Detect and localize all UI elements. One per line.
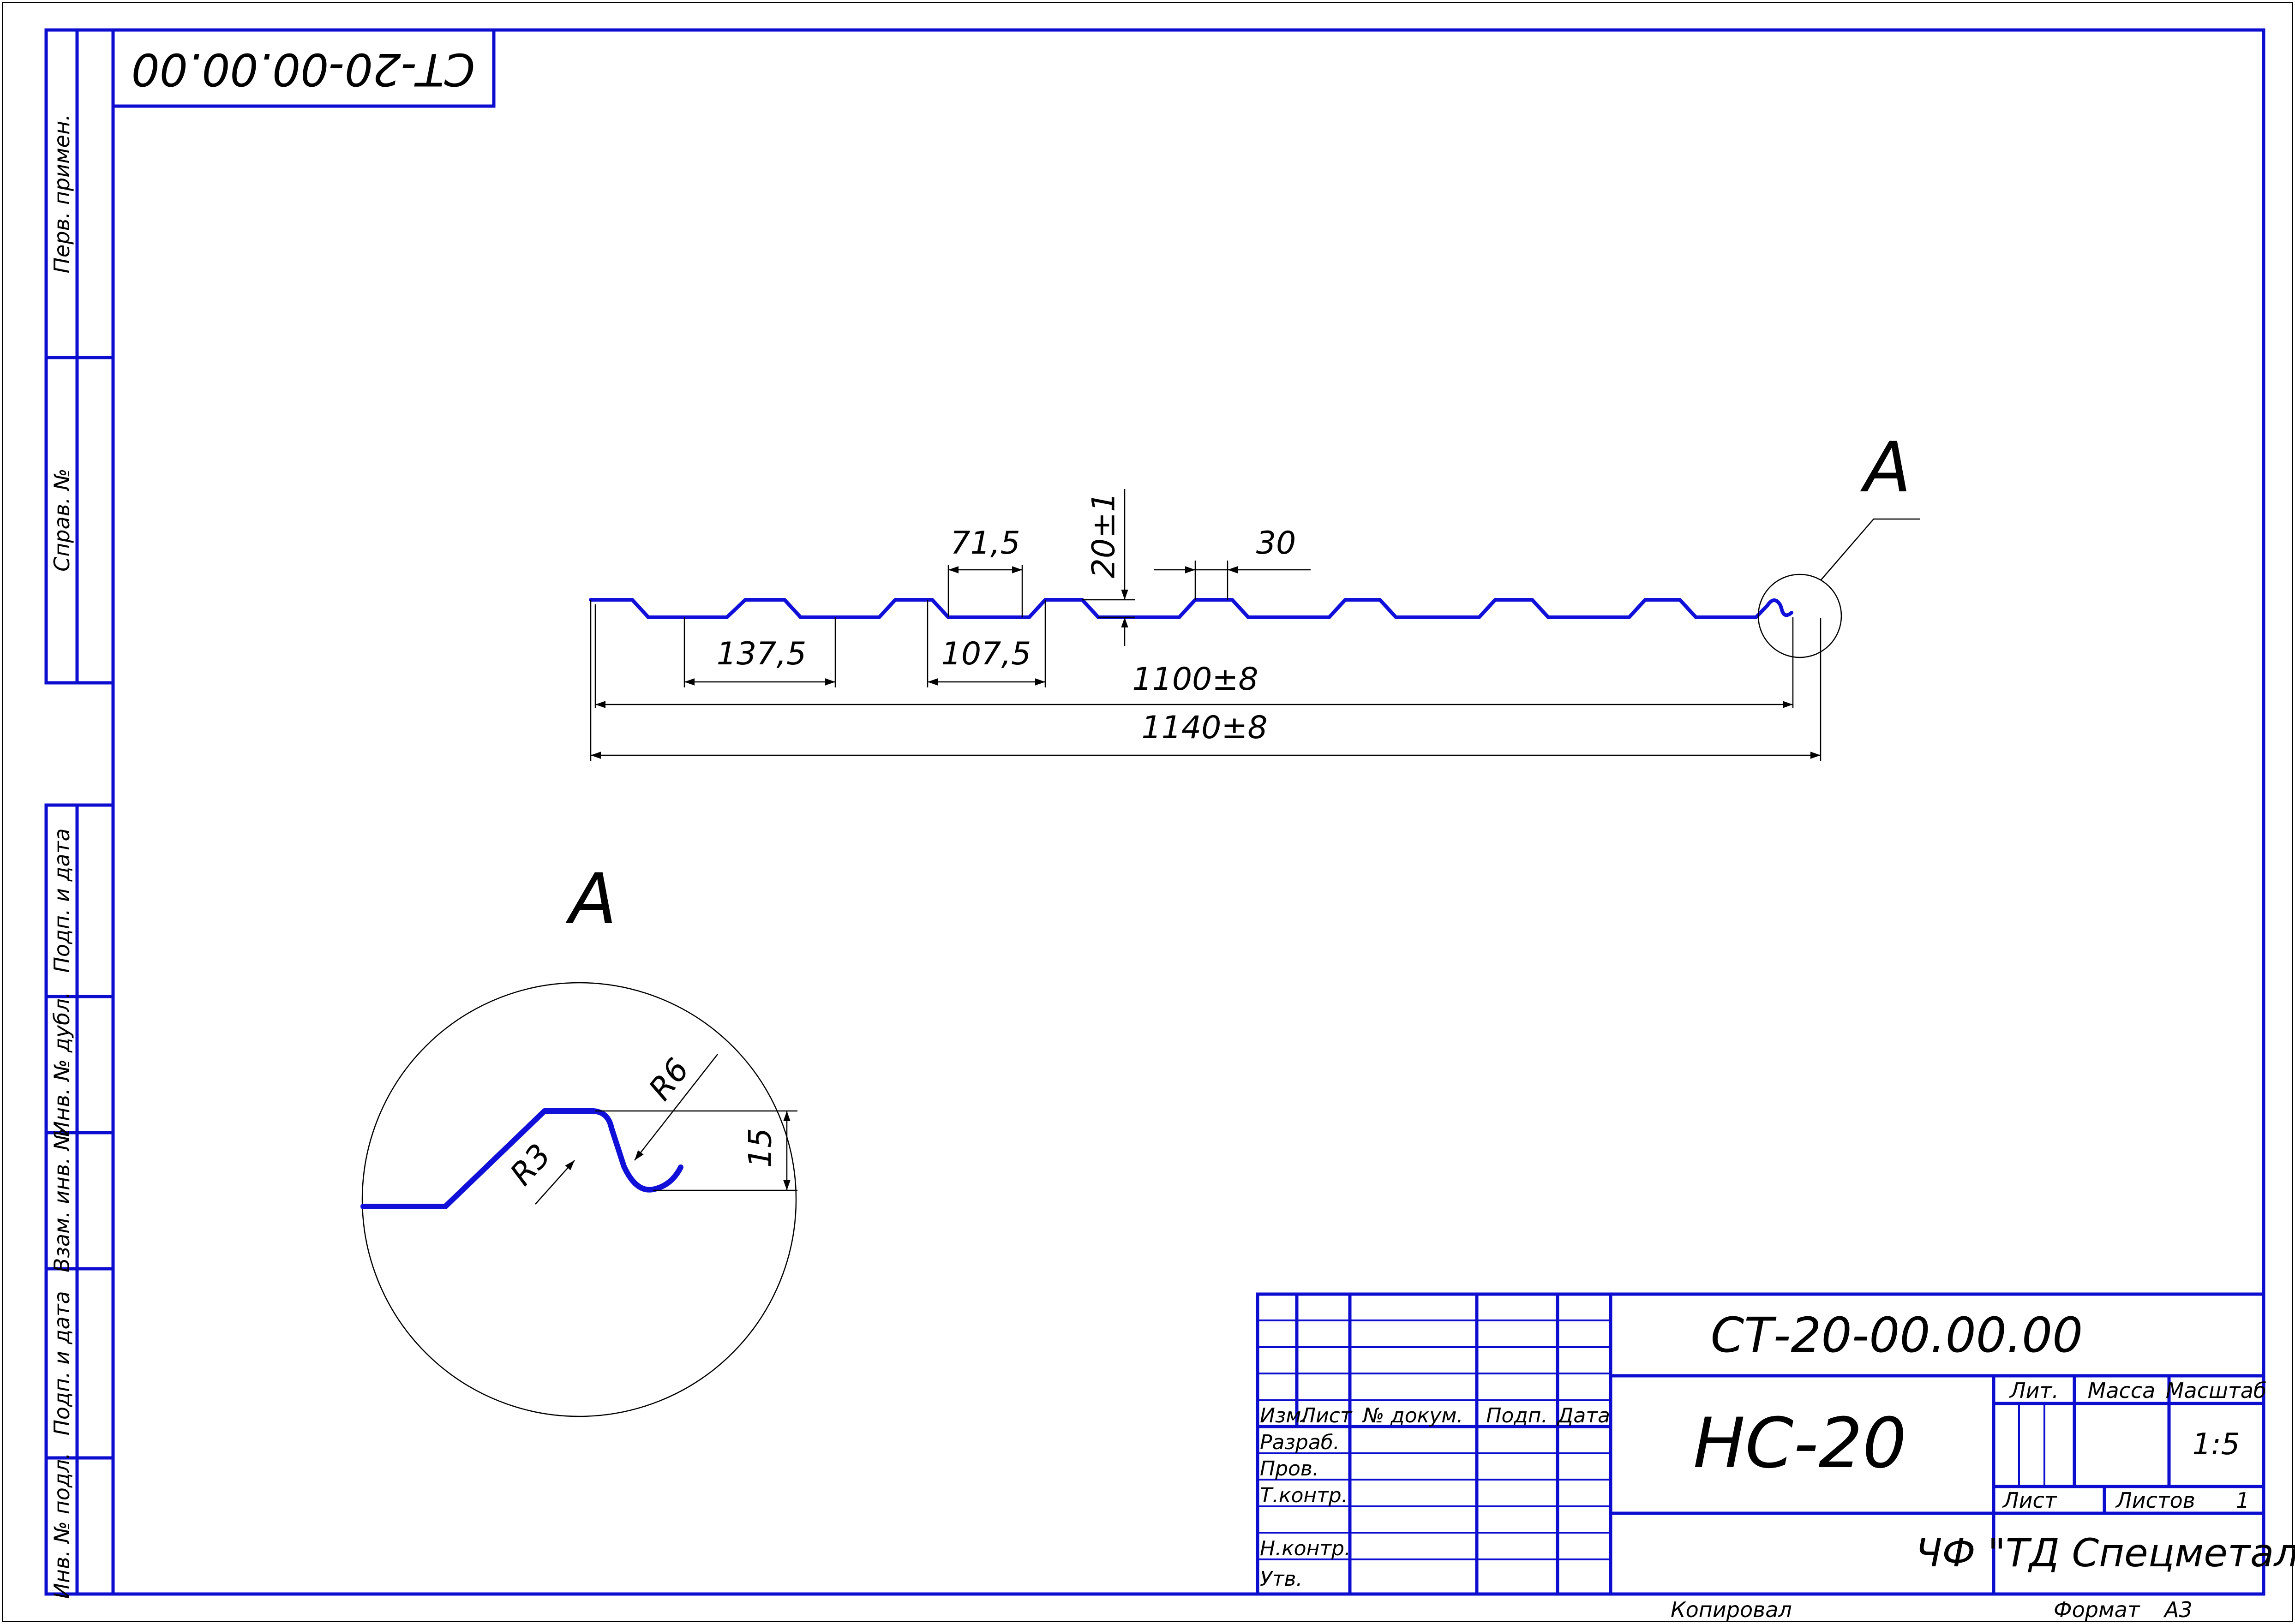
tb-list: Лист: [1300, 1404, 1353, 1427]
label-vzam-inv: Взам. инв. №: [49, 1128, 74, 1272]
detail-callout-circle: [1757, 573, 1842, 658]
label-sprav-no: Справ. №: [49, 468, 74, 572]
dim-71-5-text: 71,5: [950, 525, 1020, 561]
tb-prov: Пров.: [1260, 1457, 1319, 1481]
tb-izm: Изм.: [1260, 1404, 1308, 1427]
tb-nkontr: Н.контр.: [1260, 1537, 1351, 1560]
tb-massa: Масса: [2088, 1378, 2156, 1403]
designation-box-rotated: СТ-20-00.00.00: [111, 28, 496, 108]
tb-organization: ЧФ "ТД Спецметалл": [1916, 1530, 2295, 1576]
tb-sheets-label: Листов: [2115, 1488, 2195, 1513]
label-perv-primen: Перв. примен.: [49, 114, 74, 273]
dim-20-text: 20±1: [1086, 492, 1122, 579]
dim-30-text: 30: [1256, 525, 1296, 561]
footer-format-value: А3: [2163, 1597, 2193, 1622]
tb-masshtab: Масштаб: [2166, 1378, 2267, 1403]
dim-1140-text: 1140±8: [1141, 710, 1267, 746]
detail-circle: [361, 982, 797, 1417]
tb-sheet-label: Лист: [2002, 1488, 2057, 1513]
dim-r6-text: R6: [642, 1052, 696, 1107]
tb-tkontr: Т.контр.: [1260, 1484, 1348, 1507]
footer-format-label: Формат: [2054, 1597, 2140, 1622]
dim-r6-leader: [634, 1054, 718, 1161]
tb-designation: СТ-20-00.00.00: [1711, 1307, 2083, 1363]
designation-rotated-text: СТ-20-00.00.00: [132, 43, 475, 95]
tb-lit: Лит.: [2009, 1378, 2059, 1403]
tb-podp: Подп.: [1486, 1404, 1547, 1427]
label-podp-data-2: Подп. и дата: [49, 1291, 74, 1435]
tb-razrab: Разраб.: [1260, 1431, 1340, 1454]
tb-sheets-value: 1: [2236, 1488, 2249, 1513]
sheet-profile-view: А 1100±8 1140±8 137,5 107,5 71,5 20±1: [589, 428, 1920, 761]
tb-scale-value: 1:5: [2193, 1427, 2240, 1462]
label-podp-data-1: Подп. и дата: [49, 828, 74, 973]
footer-kopiroval: Копировал: [1671, 1597, 1792, 1622]
dim-137-5-text: 137,5: [717, 636, 807, 672]
tb-product-name: НС-20: [1693, 1403, 1907, 1484]
dim-107-5-text: 107,5: [941, 636, 1031, 672]
left-strip-lower: Подп. и дата Инв. № дубл. Взам. инв. № П…: [44, 803, 115, 1599]
detail-profile-line: [360, 1108, 683, 1209]
detail-view-a: А R6 R3 15: [360, 859, 797, 1417]
detail-callout-label: А: [1860, 428, 1912, 508]
dim-1100-text: 1100±8: [1132, 661, 1258, 698]
detail-callout-leader: [1820, 518, 1920, 581]
label-inv-podl: Инв. № подл.: [49, 1452, 74, 1599]
profile-line: [589, 598, 1793, 619]
tb-data: Дата: [1557, 1404, 1610, 1427]
dim-r3-leader: [535, 1160, 575, 1205]
left-strip-upper: Перв. примен. Справ. №: [44, 28, 115, 685]
dim-15-text: 15: [743, 1128, 779, 1168]
title-block: Изм. Лист № докум. Подп. Дата Разраб. Пр…: [1256, 1292, 2295, 1596]
label-inv-dubl: Инв. № дубл.: [49, 992, 74, 1137]
detail-view-label: А: [566, 859, 617, 939]
tb-utv: Утв.: [1260, 1567, 1302, 1591]
tb-no-dokum: № докум.: [1362, 1404, 1463, 1427]
